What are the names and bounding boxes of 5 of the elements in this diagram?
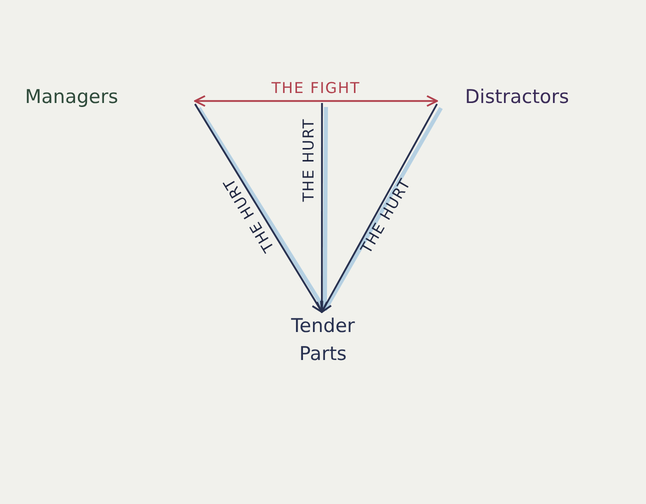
edge-label: THE HURT	[299, 118, 318, 202]
node-label: Managers	[25, 86, 118, 108]
node-label: Distractors	[465, 86, 569, 108]
node-label: Tender Parts	[290, 314, 356, 367]
edge-label: THE FIGHT	[272, 79, 360, 97]
